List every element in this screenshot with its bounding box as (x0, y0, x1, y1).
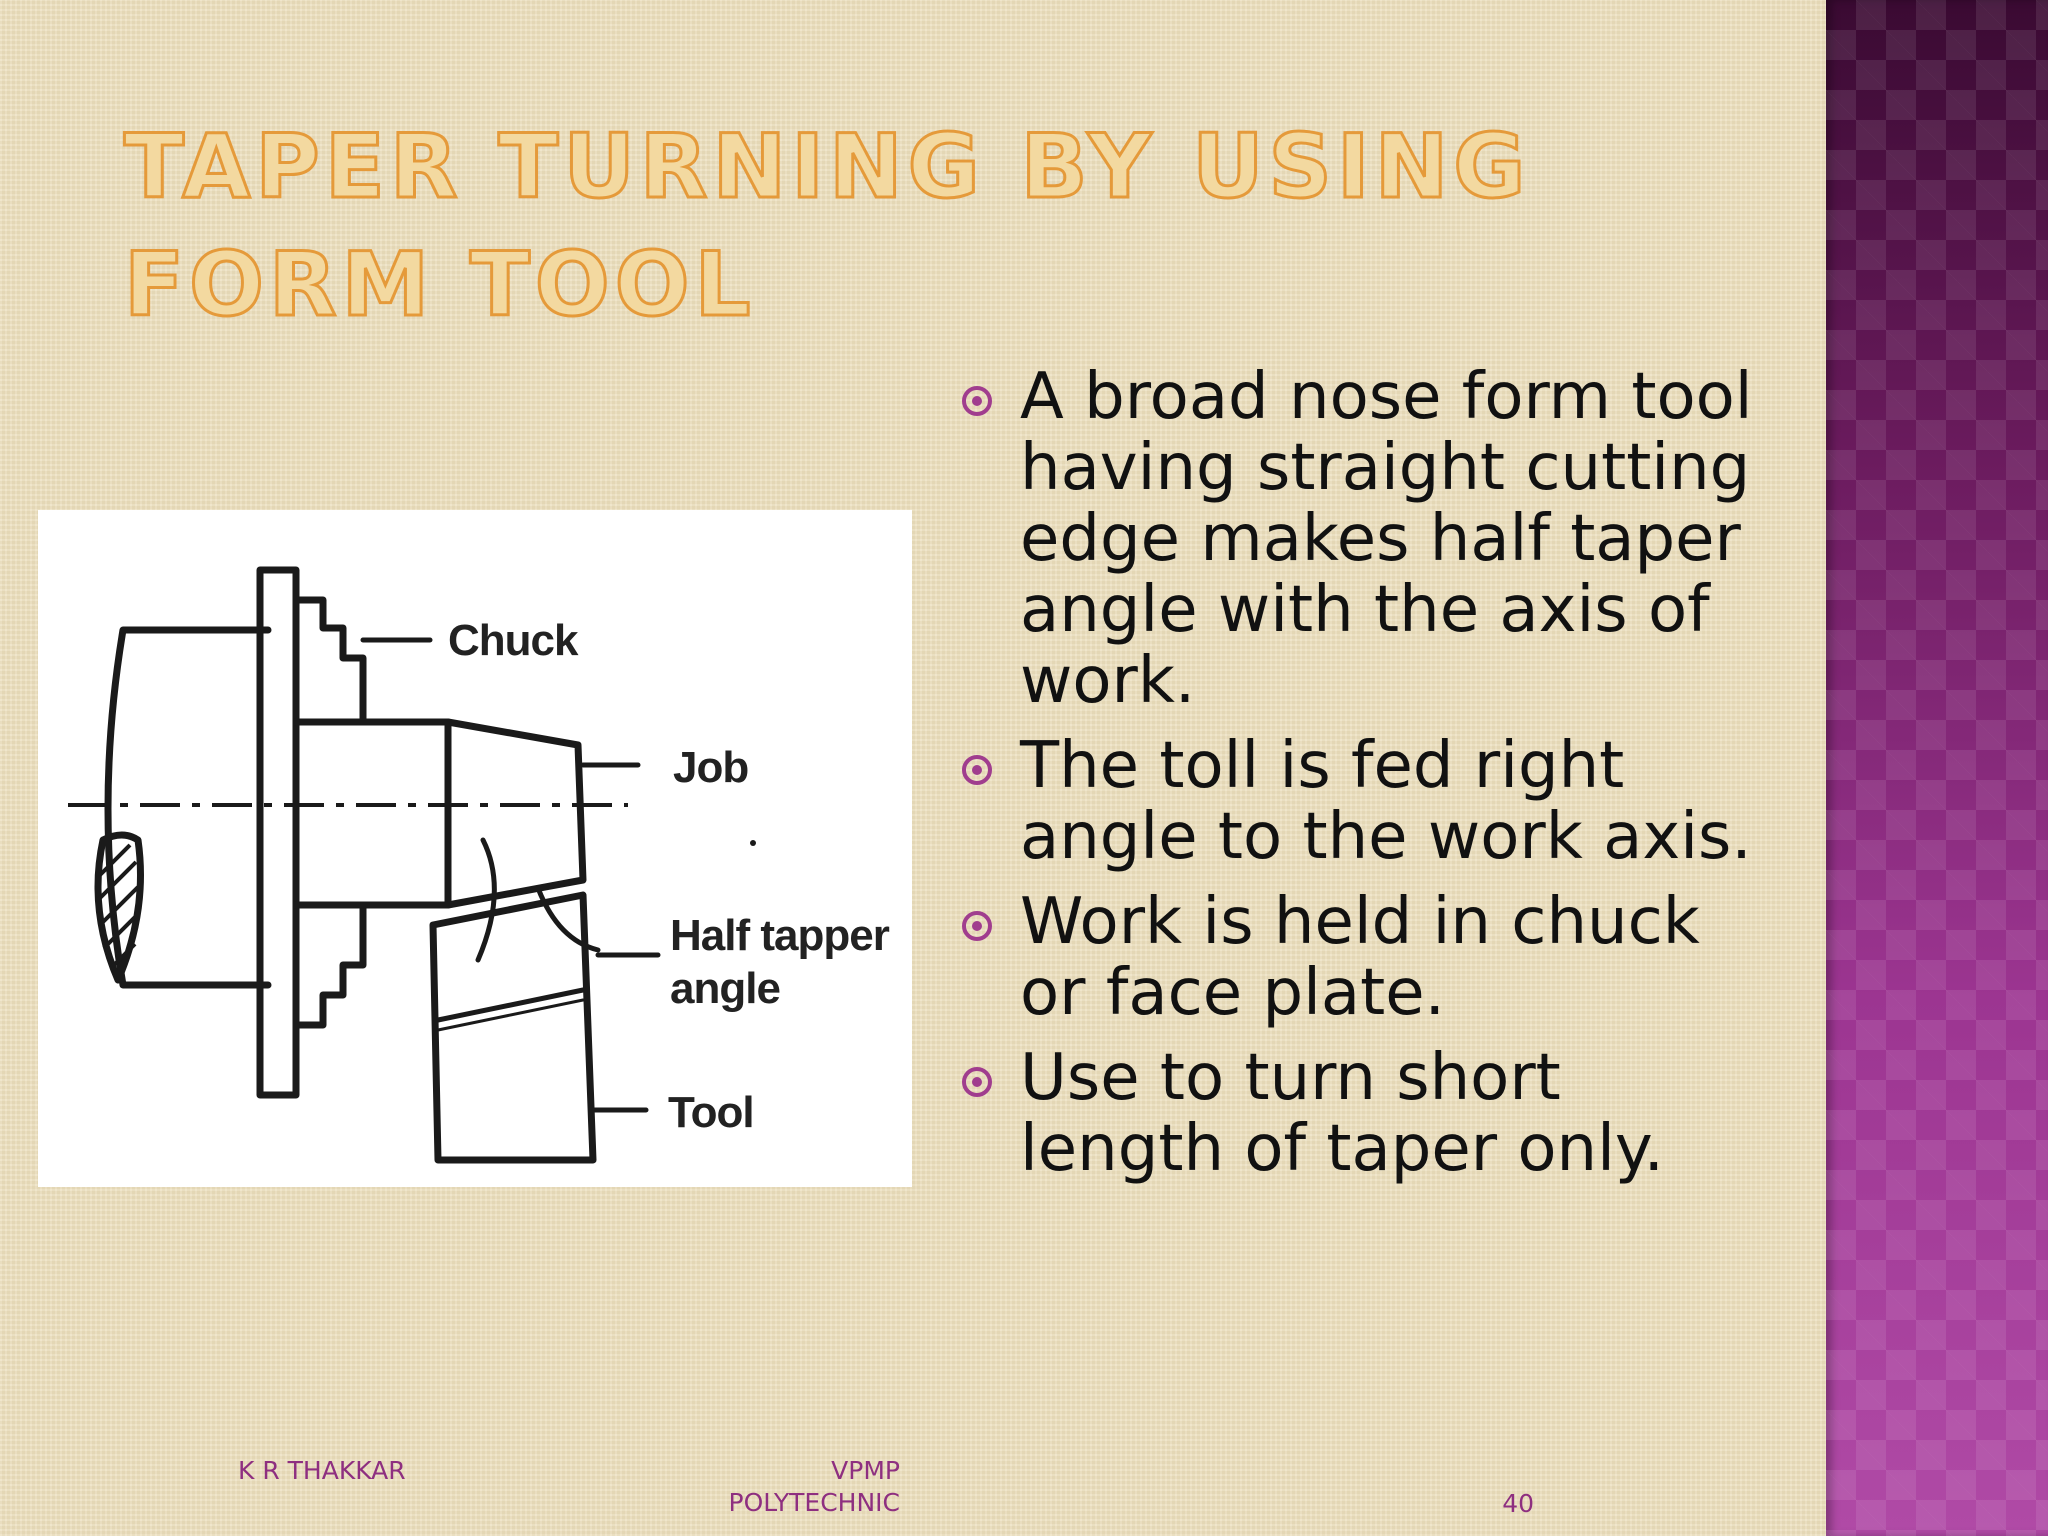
footer-institute: VPMP POLYTECHNIC (640, 1455, 900, 1519)
spindle-end (94, 831, 144, 984)
bullet-item: Use to turn short length of taper only. (958, 1043, 1778, 1185)
angle-arc-2 (535, 885, 601, 953)
circled-dot-icon (962, 755, 992, 785)
footer-author: K R THAKKAR (238, 1456, 406, 1485)
slide-title: TAPER TURNING BY USING FORM TOOL (123, 114, 1531, 338)
label-half-taper-angle-2: angle (670, 964, 780, 1013)
tool-edge-2 (436, 998, 585, 1032)
bullet-item: Work is held in chuck or face plate. (958, 887, 1778, 1029)
angle-arc-1 (475, 837, 497, 963)
bullet-list: A broad nose form tool having straight c… (958, 362, 1778, 1199)
chuck-plate (256, 566, 300, 1099)
bullet-item: A broad nose form tool having straight c… (958, 362, 1778, 717)
bullet-item: The toll is fed right angle to the work … (958, 731, 1778, 873)
circled-dot-icon (962, 911, 992, 941)
circled-dot-icon (962, 386, 992, 416)
label-tool: Tool (668, 1088, 754, 1137)
diagram-svg: Chuck Job Half tapper angle Tool (68, 566, 891, 1164)
job-taper (444, 718, 587, 909)
spindle-body (104, 626, 272, 989)
tool-edge (435, 987, 586, 1023)
taper-turning-diagram: Chuck Job Half tapper angle Tool (38, 510, 912, 1187)
cutting-tool (429, 891, 597, 1164)
chuck-jaw-upper (292, 596, 367, 726)
decorative-sidebar (1826, 0, 2048, 1536)
bullet-text: Work is held in chuck or face plate. (1020, 885, 1700, 1030)
spindle-hatch (96, 843, 140, 970)
bullet-text: A broad nose form tool having straight c… (1020, 360, 1753, 718)
bullet-text: Use to turn short length of taper only. (1020, 1041, 1664, 1186)
label-chuck: Chuck (448, 616, 579, 665)
footer-institute-line1: VPMP (831, 1456, 900, 1485)
label-half-taper-angle-1: Half tapper (670, 911, 890, 960)
sidebar-pattern (1826, 0, 2048, 1536)
page-number: 40 (1502, 1489, 1534, 1518)
chuck-jaw-lower (292, 901, 367, 1029)
bullet-text: The toll is fed right angle to the work … (1020, 729, 1752, 874)
job-cylinder (292, 718, 452, 909)
footer-institute-line2: POLYTECHNIC (728, 1488, 900, 1517)
label-job: Job (673, 743, 748, 792)
circled-dot-icon (962, 1067, 992, 1097)
